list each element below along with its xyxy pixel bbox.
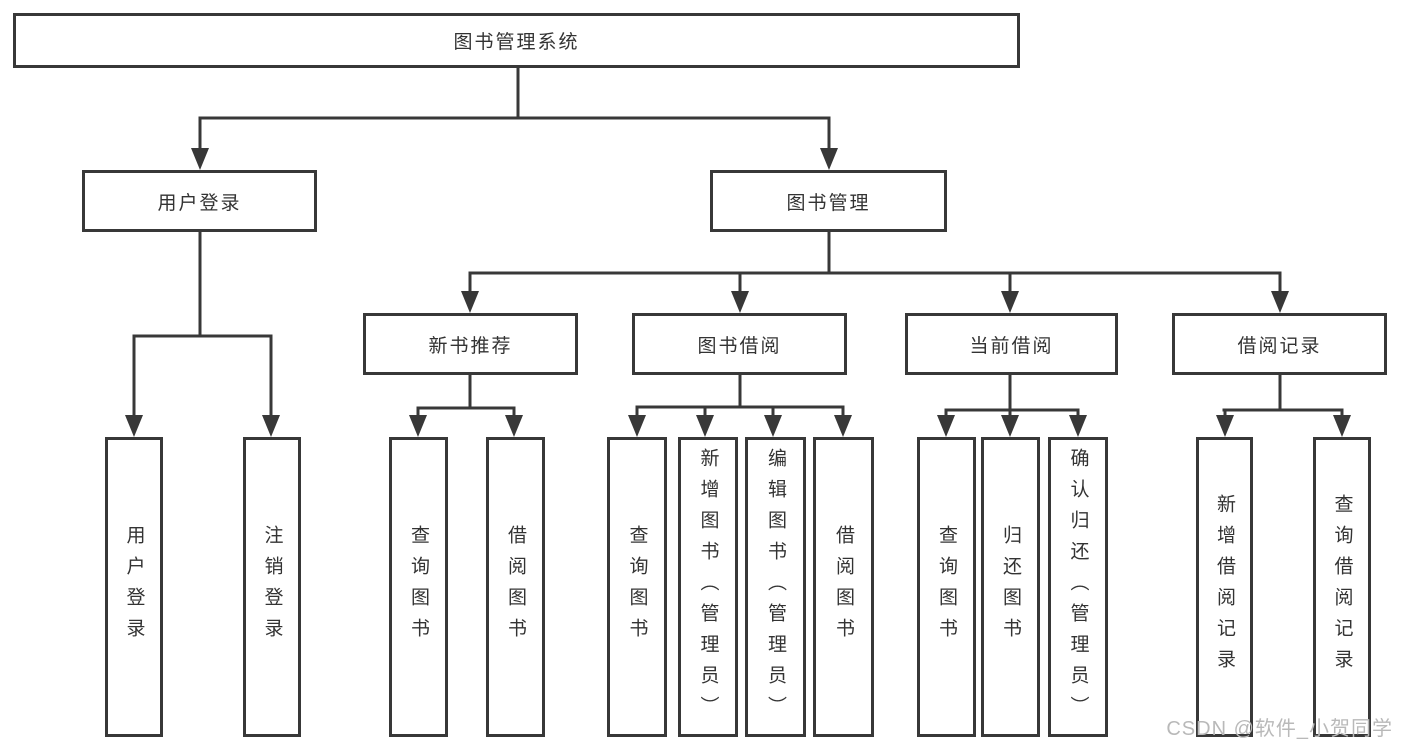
leaf-records-add-record-label: 新增借阅记录 [1214, 494, 1235, 680]
node-user-login: 用户登录 [82, 170, 317, 232]
leaf-current-confirm-return-admin: 确认归还（管理员） [1048, 437, 1108, 737]
leaf-current-query-books-label: 查询图书 [936, 525, 957, 649]
leaf-logout: 注销登录 [243, 437, 301, 737]
node-book-borrowing: 图书借阅 [632, 313, 847, 375]
leaf-records-query-record: 查询借阅记录 [1313, 437, 1371, 737]
node-book-management: 图书管理 [710, 170, 947, 232]
leaf-borrowing-edit-books-admin-label: 编辑图书（管理员） [765, 447, 786, 727]
node-root-library-system: 图书管理系统 [13, 13, 1020, 68]
arrowhead-icons [125, 148, 1351, 437]
leaf-borrowing-add-books-admin: 新增图书（管理员） [678, 437, 738, 737]
leaf-user-login-label: 用户登录 [123, 525, 145, 649]
leaf-current-query-books: 查询图书 [917, 437, 976, 737]
csdn-watermark: CSDN @软件_小贺同学 [1166, 718, 1393, 740]
leaf-borrowing-borrow-books-label: 借阅图书 [833, 525, 854, 649]
leaf-borrowing-add-books-admin-label: 新增图书（管理员） [697, 447, 719, 727]
leaf-recommend-query-books: 查询图书 [389, 437, 448, 737]
leaf-recommend-borrow-books-label: 借阅图书 [505, 525, 526, 649]
leaf-logout-label: 注销登录 [261, 525, 283, 649]
leaf-recommend-borrow-books: 借阅图书 [486, 437, 545, 737]
leaf-records-query-record-label: 查询借阅记录 [1331, 494, 1353, 680]
node-borrowing-records: 借阅记录 [1172, 313, 1387, 375]
leaf-records-add-record: 新增借阅记录 [1196, 437, 1253, 737]
leaf-borrowing-query-books-label: 查询图书 [626, 525, 648, 649]
node-current-borrowing: 当前借阅 [905, 313, 1118, 375]
connector-segments [132, 68, 1344, 417]
leaf-user-login: 用户登录 [105, 437, 163, 737]
leaf-borrowing-query-books: 查询图书 [607, 437, 667, 737]
leaf-current-confirm-return-admin-label: 确认归还（管理员） [1067, 447, 1089, 727]
leaf-borrowing-edit-books-admin: 编辑图书（管理员） [745, 437, 806, 737]
node-new-book-recommend: 新书推荐 [363, 313, 578, 375]
leaf-current-return-books-label: 归还图书 [1000, 525, 1021, 649]
leaf-borrowing-borrow-books: 借阅图书 [813, 437, 874, 737]
leaf-recommend-query-books-label: 查询图书 [408, 525, 429, 649]
leaf-current-return-books: 归还图书 [981, 437, 1040, 737]
